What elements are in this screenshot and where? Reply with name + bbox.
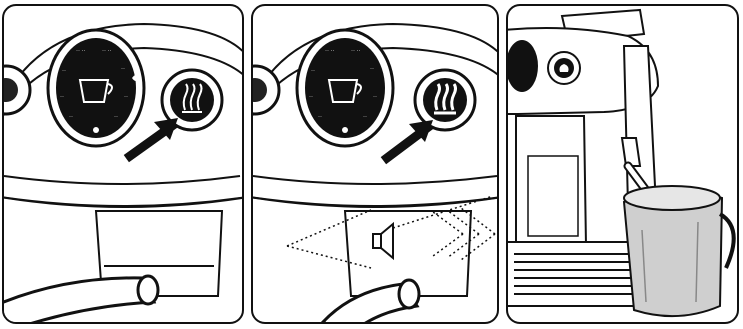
steam-button (548, 52, 580, 84)
portafilter-handle (4, 276, 158, 322)
panel-steam-button-lit: ·· ·· ·· ·· ·· ·· ·· ·· ·· ·· (251, 4, 499, 324)
svg-text:··: ·· (124, 94, 128, 100)
svg-text:··: ·· (114, 114, 118, 120)
temperature-dial: ·· ·· ·· ·· ·· ·· ·· ·· ·· ·· (48, 30, 144, 146)
steam-button-lit (415, 70, 475, 130)
svg-text:·· ··: ·· ·· (351, 48, 361, 54)
milk-pitcher-icon (624, 186, 734, 316)
svg-text:··: ·· (60, 94, 64, 100)
svg-text:··: ·· (309, 94, 313, 100)
svg-text:··: ·· (121, 66, 125, 72)
svg-text:··: ·· (69, 114, 73, 120)
svg-text:··: ·· (370, 66, 374, 72)
svg-text:··: ·· (311, 68, 315, 74)
svg-text:·· ··: ·· ·· (102, 48, 112, 54)
temperature-dial: ·· ·· ·· ·· ·· ·· ·· ·· ·· ·· (297, 30, 393, 146)
panel-1-illustration: ·· ·· ·· ·· ·· ·· ·· ·· ·· ·· (4, 6, 242, 322)
panel-press-steam-button: ·· ·· ·· ·· ·· ·· ·· ·· ·· ·· (2, 4, 244, 324)
svg-text:·· ··: ·· ·· (76, 48, 86, 54)
svg-text:·· ··: ·· ·· (325, 48, 335, 54)
svg-text:··: ·· (373, 94, 377, 100)
svg-text:··: ·· (318, 114, 322, 120)
panel-frothing-milk (506, 4, 739, 324)
svg-text:··: ·· (62, 68, 66, 74)
panel-2-illustration: ·· ·· ·· ·· ·· ·· ·· ·· ·· ·· (253, 6, 497, 322)
svg-text:··: ·· (363, 114, 367, 120)
panel-3-illustration (508, 6, 737, 322)
